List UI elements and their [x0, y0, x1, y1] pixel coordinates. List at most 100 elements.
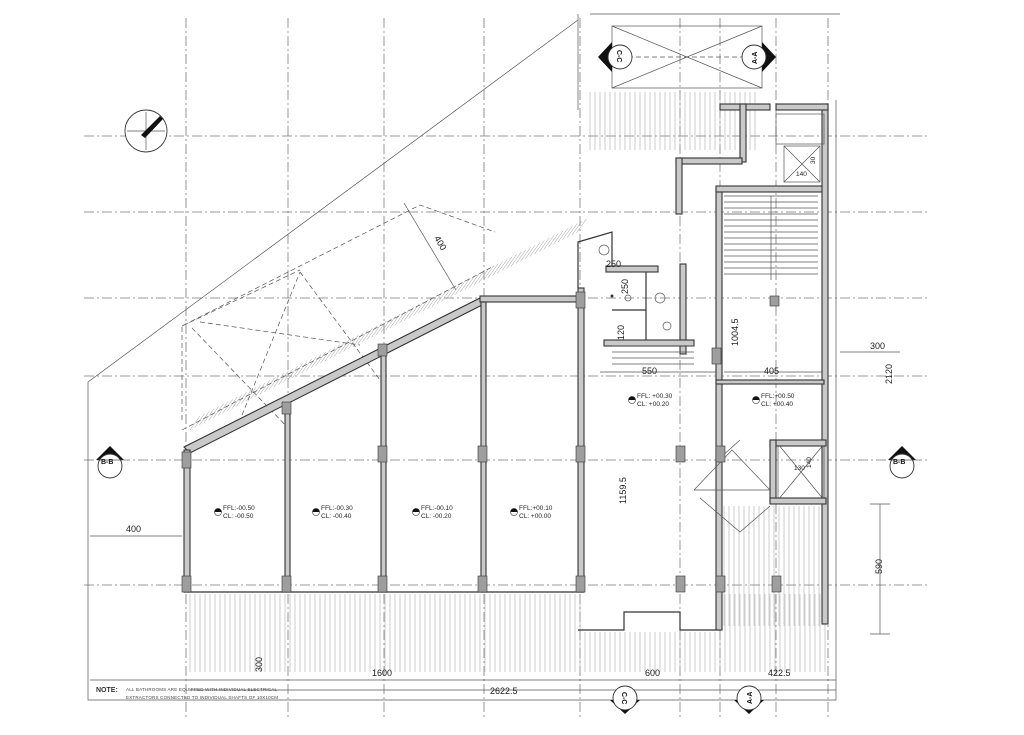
- hatch-line: [329, 344, 340, 359]
- hatch-line: [236, 392, 247, 407]
- dim-1600: 1600: [372, 668, 392, 678]
- level-marker-2: FFL:-00.30 CL: -00.40: [312, 505, 353, 520]
- dim-590: 590: [874, 559, 884, 574]
- sanitary-fixtures: [598, 244, 672, 331]
- hatch-line: [315, 351, 326, 366]
- note-label: NOTE:: [96, 687, 118, 694]
- hatch-line: [436, 289, 447, 305]
- section-marker-cc-top: C-C: [598, 42, 633, 72]
- hatch-line: [254, 382, 266, 397]
- hatch-line: [357, 330, 368, 345]
- hatch-line: [492, 261, 503, 276]
- dim-2120: 2120: [884, 364, 894, 384]
- hatch-line: [334, 342, 345, 357]
- hatch-line: [525, 244, 536, 260]
- dim-140-b: 140: [806, 457, 813, 468]
- entry-steps: [693, 439, 771, 533]
- stairs: [612, 195, 818, 365]
- hatch-line: [348, 335, 359, 350]
- hatch-line: [376, 320, 387, 336]
- section-marker-bb-right: B-B: [888, 446, 916, 479]
- hatch-line: [217, 401, 229, 416]
- hatch-line: [576, 218, 587, 233]
- dim-250-a: 250: [606, 259, 621, 269]
- grid-lines: [84, 18, 930, 718]
- hatch-line: [543, 235, 555, 250]
- level-cl: CL: -00.20: [421, 513, 452, 520]
- hatch-line: [189, 415, 201, 431]
- hatch-line: [459, 278, 471, 293]
- hatch-line: [469, 273, 480, 288]
- level-cl: CL: +00.00: [519, 513, 551, 520]
- hatch-line: [534, 240, 545, 255]
- section-label: C-C: [615, 50, 622, 62]
- hatch-line: [362, 327, 373, 343]
- level-cl: CL: +00.20: [637, 401, 669, 408]
- hatch-line: [282, 368, 294, 383]
- level-ffl: FFL:+00.10: [519, 505, 553, 512]
- hatch-line: [320, 349, 331, 364]
- hatch-line: [278, 370, 289, 386]
- hatch-line: [413, 301, 424, 317]
- level-ffl: FFL:-00.30: [321, 505, 353, 512]
- top-entrance-block: [611, 25, 763, 89]
- level-marker-4: FFL:+00.10 CL: +00.00: [510, 505, 553, 520]
- hatch-line: [511, 251, 522, 267]
- site-outline: [87, 13, 840, 701]
- hatch-line: [431, 292, 443, 307]
- hatch-line: [203, 408, 215, 424]
- hatch-line: [483, 266, 494, 281]
- dim-1159-5: 1159.5: [618, 477, 628, 504]
- dimension-lines: [90, 351, 900, 691]
- dimension-labels: 400 250 250 120 550 1004.5 405 300 2120 …: [126, 156, 894, 696]
- dim-250-b: 250: [620, 279, 630, 294]
- hatch-line: [287, 365, 298, 381]
- hatch-line: [399, 308, 410, 324]
- hatch-line: [310, 354, 322, 369]
- dim-300-right: 300: [870, 341, 885, 351]
- hatch-line: [352, 332, 364, 347]
- hatch-line: [478, 268, 489, 283]
- hatch-line: [552, 230, 564, 245]
- hatch-line: [566, 223, 578, 238]
- section-marker-aa-top: A-A: [741, 42, 776, 72]
- hatch-line: [231, 394, 243, 409]
- dim-600: 600: [645, 668, 660, 678]
- section-marker-bb-left: B-B: [96, 446, 124, 479]
- hatch-line: [417, 299, 429, 314]
- level-ffl: FFL:+00.50: [761, 393, 795, 400]
- level-ffl: FFL:-00.50: [223, 505, 255, 512]
- level-ffl: FFL: +00.30: [637, 393, 673, 400]
- dim-550: 550: [642, 366, 657, 376]
- columns: [181, 291, 782, 593]
- hatch-line: [506, 254, 517, 269]
- hatch-line: [529, 242, 541, 257]
- drawing-note: NOTE: ALL BATHROOMS ARE EQUIPPED WITH IN…: [96, 687, 278, 700]
- level-marker-1: FFL:-00.50 CL: -00.50: [214, 505, 255, 520]
- section-label: A-A: [752, 52, 759, 64]
- hatch-line: [245, 387, 257, 402]
- hatch-line: [464, 275, 475, 290]
- bottom-terrace-hatch: [189, 506, 826, 672]
- dim-120: 120: [616, 325, 626, 340]
- hatch-line: [292, 363, 303, 378]
- note-line-2: EXTRACTORS CONNECTED TO INDIVIDUAL SHAFT…: [126, 695, 278, 700]
- dim-130: 130: [794, 465, 805, 472]
- section-label: A-A: [747, 692, 754, 704]
- level-marker-5: FFL: +00.30 CL: +00.20: [628, 393, 673, 408]
- level-cl: CL: -00.40: [321, 513, 352, 520]
- hatch-line: [427, 294, 438, 309]
- section-label: C-C: [620, 692, 627, 704]
- hatch-line: [520, 247, 531, 262]
- section-label: B-B: [893, 459, 905, 466]
- section-marker-cc-bottom: C-C: [610, 685, 640, 714]
- section-markers: B-B B-B C-C A-A C-C: [96, 42, 916, 714]
- level-cl: CL: -00.50: [223, 513, 254, 520]
- hatch-line: [264, 377, 275, 393]
- hatch-line: [324, 346, 336, 362]
- dim-140-a: 140: [796, 171, 807, 178]
- level-marker-6: FFL:+00.50 CL: +00.40: [752, 393, 795, 408]
- dim-30: 30: [810, 156, 817, 164]
- hatch-line: [562, 225, 573, 241]
- dim-300-bottom: 300: [254, 657, 264, 672]
